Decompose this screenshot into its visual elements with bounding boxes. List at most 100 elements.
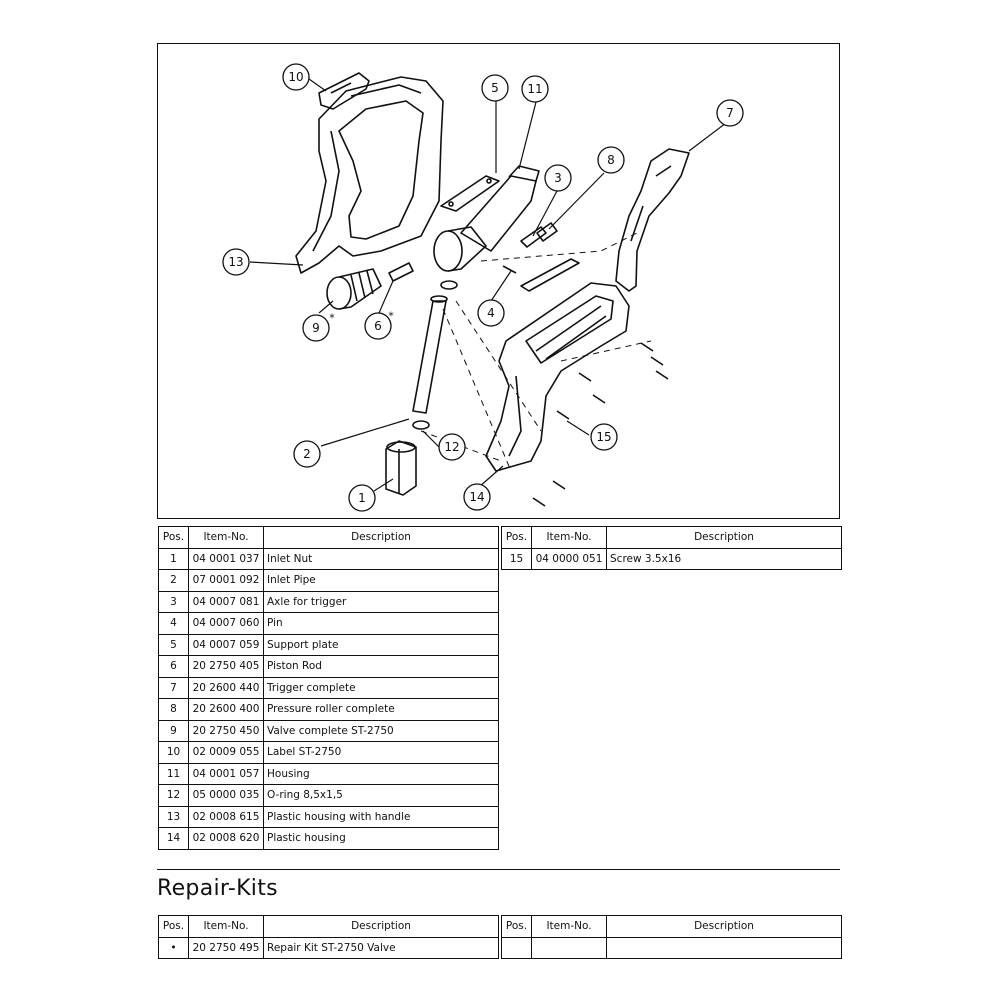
cell-pos: 1: [158, 547, 189, 570]
part-pin-plate: [502, 258, 580, 292]
cell-pos: 4: [158, 612, 189, 635]
cell-description: Pressure roller complete: [263, 698, 499, 721]
cell-item-no: [531, 936, 607, 959]
part-housing: [433, 165, 540, 272]
col-header-description: Description: [606, 915, 842, 938]
col-header-item-no: Item-No.: [188, 526, 264, 549]
col-header-pos: Pos.: [501, 915, 532, 938]
cell-description: Screw 3.5x16: [606, 547, 842, 570]
cell-item-no: 20 2600 440: [188, 676, 264, 699]
cell-item-no: 20 2750 495: [188, 936, 264, 959]
cell-description: [606, 936, 842, 959]
callout-12: 12: [444, 440, 459, 454]
part-piston-rod: [388, 262, 414, 282]
callout-9: 9: [312, 321, 320, 335]
callout-11: 11: [527, 82, 542, 96]
cell-item-no: 20 2600 400: [188, 698, 264, 721]
repair-kits-table-right: Pos. Item-No. Description: [501, 915, 842, 959]
cell-item-no: 02 0008 615: [188, 805, 264, 828]
cell-pos: 3: [158, 590, 189, 613]
repair-kits-header: Pos. Item-No. Description: [158, 915, 499, 938]
part-support-plate: [440, 175, 500, 212]
callout-6: 6: [374, 319, 382, 333]
callout-5: 5: [491, 81, 499, 95]
col-header-item-no: Item-No.: [188, 915, 264, 938]
callout-14: 14: [469, 490, 484, 504]
part-inlet-nut: [385, 440, 417, 496]
cell-pos: 6: [158, 655, 189, 678]
cell-item-no: 04 0000 051: [531, 547, 607, 570]
part-axle-and-roller: [520, 222, 558, 248]
cell-item-no: 20 2750 405: [188, 655, 264, 678]
cell-item-no: 02 0009 055: [188, 741, 264, 764]
cell-item-no: 04 0007 060: [188, 612, 264, 635]
callout-10: 10: [288, 70, 303, 84]
cell-pos: 2: [158, 569, 189, 592]
cell-item-no: 04 0001 057: [188, 762, 264, 785]
cell-item-no: 04 0001 037: [188, 547, 264, 570]
cell-pos: 12: [158, 784, 189, 807]
part-label: [318, 72, 370, 110]
cell-pos: 8: [158, 698, 189, 721]
cell-description: Trigger complete: [263, 676, 499, 699]
callout-13: 13: [228, 255, 243, 269]
repair-kits-right-body: [501, 936, 842, 959]
callout-7: 7: [726, 106, 734, 120]
cell-description: Pin: [263, 612, 499, 635]
callout-3: 3: [554, 171, 562, 185]
cell-description: O-ring 8,5x1,5: [263, 784, 499, 807]
section-divider: [157, 869, 840, 870]
repair-kits-title: Repair-Kits: [157, 876, 278, 901]
cell-description: Inlet Nut: [263, 547, 499, 570]
cell-item-no: 07 0001 092: [188, 569, 264, 592]
col-header-pos: Pos.: [158, 915, 189, 938]
cell-pos: [501, 936, 532, 959]
table-row: [501, 936, 842, 959]
cell-item-no: 02 0008 620: [188, 827, 264, 850]
cell-description: Repair Kit ST-2750 Valve: [263, 936, 499, 959]
cell-pos: 9: [158, 719, 189, 742]
part-o-ring: [412, 420, 430, 430]
col-header-pos: Pos.: [501, 526, 532, 549]
part-valve: [326, 268, 382, 310]
cell-description: Plastic housing with handle: [263, 805, 499, 828]
callout-8: 8: [607, 153, 615, 167]
part-plastic-housing: [485, 282, 630, 472]
callout-1: 1: [358, 491, 366, 505]
part-screws: [532, 342, 669, 507]
col-header-pos: Pos.: [158, 526, 189, 549]
asterisk-mark-6: *: [388, 310, 394, 323]
cell-pos: 15: [501, 547, 532, 570]
cell-item-no: 20 2750 450: [188, 719, 264, 742]
exploded-view-drawing: 1 2 3 4 5 6 7 8 9 10 11 12 13 14 15 * *: [157, 43, 840, 519]
cell-description: Valve complete ST-2750: [263, 719, 499, 742]
cell-description: Plastic housing: [263, 827, 499, 850]
cell-description: Label ST-2750: [263, 741, 499, 764]
callout-4: 4: [487, 306, 495, 320]
cell-pos: 13: [158, 805, 189, 828]
col-header-description: Description: [606, 526, 842, 549]
cell-pos: 5: [158, 633, 189, 656]
cell-description: Housing: [263, 762, 499, 785]
callout-15: 15: [596, 430, 611, 444]
cell-pos: 11: [158, 762, 189, 785]
cell-description: Piston Rod: [263, 655, 499, 678]
part-trigger: [615, 148, 690, 292]
